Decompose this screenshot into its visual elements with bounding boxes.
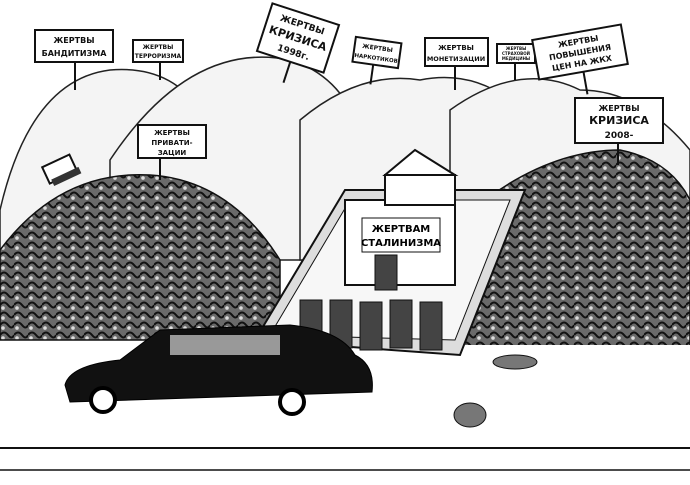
sign-drugs: ЖЕРТВЫ НАРКОТИКОВ <box>351 35 403 85</box>
svg-text:МЕДИЦИНЫ: МЕДИЦИНЫ <box>502 56 530 61</box>
svg-text:ЖЕРТВЫ: ЖЕРТВЫ <box>143 44 174 51</box>
sign-terrorism: ЖЕРТВЫ ТЕРРОРИЗМА <box>132 39 184 80</box>
svg-text:ЖЕРТВЫ: ЖЕРТВЫ <box>599 104 640 113</box>
limousine <box>64 324 373 416</box>
sign-banditism: ЖЕРТВЫ БАНДИТИЗМА <box>34 29 114 90</box>
svg-text:МОНЕТИЗАЦИИ: МОНЕТИЗАЦИИ <box>427 55 485 63</box>
bulldozer-icon <box>40 153 82 186</box>
svg-text:ЖЕРТВЫ: ЖЕРТВЫ <box>54 36 95 45</box>
svg-text:ПРИВАТИ-: ПРИВАТИ- <box>151 139 192 147</box>
svg-text:ЗАЦИИ: ЗАЦИИ <box>158 149 187 157</box>
sign-insurance-medicine: ЖЕРТВЫ СТРАХОВОЙ МЕДИЦИНЫ <box>496 43 536 80</box>
svg-text:ЖЕРТВЫ: ЖЕРТВЫ <box>154 129 190 137</box>
svg-text:2008-: 2008- <box>605 131 634 141</box>
svg-text:КРИЗИСА: КРИЗИСА <box>589 114 649 127</box>
sign-crisis-2008: ЖЕРТВЫ КРИЗИСА 2008- <box>574 97 664 165</box>
sign-utilities-prices: ЖЕРТВЫ ПОВЫШЕНИЯ ЦЕН НА ЖКХ <box>531 23 629 95</box>
svg-text:БАНДИТИЗМА: БАНДИТИЗМА <box>42 49 108 58</box>
svg-text:ЖЕРТВЫ: ЖЕРТВЫ <box>506 46 526 51</box>
sign-monetization: ЖЕРТВЫ МОНЕТИЗАЦИИ <box>424 37 489 90</box>
left-body-pile <box>0 173 281 341</box>
crawling-people <box>453 354 538 428</box>
svg-text:СТРАХОВОЙ: СТРАХОВОЙ <box>502 51 530 56</box>
svg-text:ЖЕРТВЫ: ЖЕРТВЫ <box>438 44 474 52</box>
monument-line-2: СТАЛИНИЗМА <box>361 238 441 249</box>
sign-privatization: ЖЕРТВЫ ПРИВАТИ- ЗАЦИИ <box>137 124 207 180</box>
svg-text:ЖЕРТВЫ: ЖЕРТВЫ <box>362 43 393 54</box>
svg-text:ТЕРРОРИЗМА: ТЕРРОРИЗМА <box>135 53 182 60</box>
sign-crisis-1998: ЖЕРТВЫ КРИЗИСА 1998г. <box>255 2 341 84</box>
monument-line-1: ЖЕРТВАМ <box>372 224 431 235</box>
